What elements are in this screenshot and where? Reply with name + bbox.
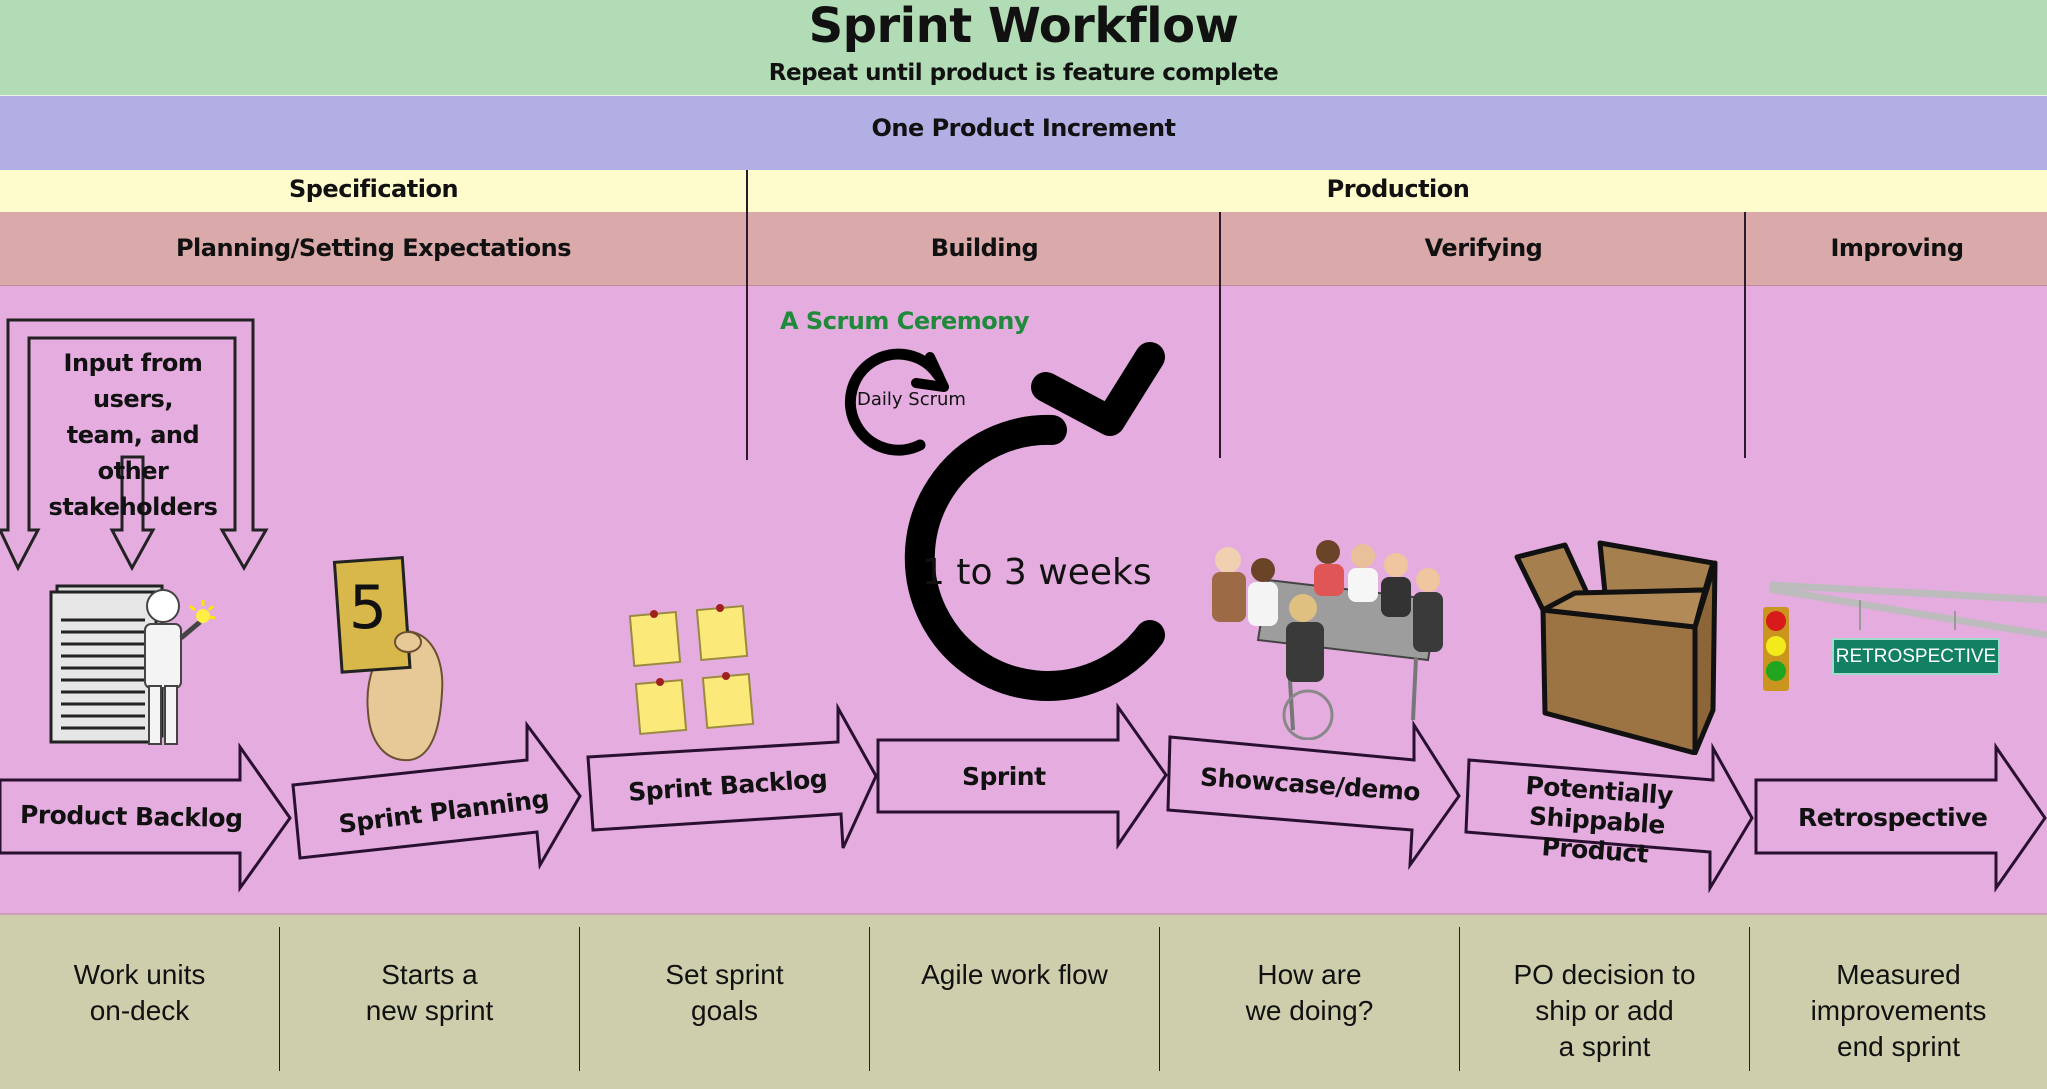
sticky-notes-icon	[628, 604, 755, 735]
notes-divider	[1159, 927, 1160, 1071]
ceremony-caption: A Scrum Ceremony	[780, 307, 1029, 335]
stage-band: Planning/Setting Expectations Building V…	[0, 212, 2047, 286]
stage-verifying: Verifying	[1424, 234, 1543, 262]
page-title: Sprint Workflow	[808, 0, 1239, 54]
team-meeting-icon	[1212, 540, 1443, 740]
phase-band: Specification Production	[0, 170, 2047, 212]
arrow-retrospective	[1754, 742, 2047, 893]
divider-verifying-improving	[1744, 212, 1746, 458]
step-note-shippable: PO decision to ship or add a sprint	[1513, 959, 1696, 1062]
retrospective-sign: RETROSPECTIVE	[1832, 638, 2000, 675]
step-note-showcase: How are we doing?	[1245, 959, 1374, 1026]
step-note-retrospective: Measured improvements end sprint	[1810, 959, 1987, 1062]
cardboard-box-icon	[1514, 540, 1718, 755]
traffic-light-sign-icon	[1763, 581, 2047, 691]
step-note-product-backlog: Work units on-deck	[73, 959, 206, 1026]
increment-label: One Product Increment	[871, 114, 1176, 142]
input-label: Input from users, team, and other stakeh…	[48, 349, 218, 521]
daily-scrum-arrow	[844, 348, 944, 456]
daily-scrum-label: Daily Scrum	[857, 389, 966, 410]
card-value: 5	[349, 573, 387, 643]
notes-divider	[869, 927, 870, 1071]
page-subtitle: Repeat until product is feature complete	[768, 60, 1279, 86]
arrow-product-backlog	[0, 742, 292, 893]
input-arrow-middle	[109, 455, 156, 572]
notes-band: Work units on-deck Starts a new sprint S…	[0, 915, 2047, 1089]
planning-poker-card-icon: 5	[332, 556, 444, 762]
notes-divider	[279, 927, 280, 1071]
step-note-sprint-backlog: Set sprint goals	[665, 959, 784, 1026]
phase-production: Production	[1326, 175, 1470, 203]
input-arrow-left	[0, 318, 269, 572]
arrow-shippable	[1464, 742, 1754, 894]
step-label-retrospective: Retrospective	[1798, 803, 1988, 832]
step-note-sprint-planning: Starts a new sprint	[365, 959, 494, 1026]
step-label-sprint: Sprint	[962, 762, 1046, 791]
stage-building: Building	[930, 234, 1039, 262]
cycle-label: 1 to 3 weeks	[922, 552, 1152, 593]
divider-building-verifying	[1219, 212, 1221, 458]
input-arrows	[0, 318, 269, 572]
flow-arrows	[0, 702, 2047, 894]
title-band: Sprint Workflow Repeat until product is …	[0, 0, 2047, 97]
notes-divider	[1749, 927, 1750, 1071]
phase-specification: Specification	[288, 175, 459, 203]
product-owner-document-icon	[49, 584, 215, 745]
arrow-sprint	[876, 702, 1168, 850]
step-label-shippable: Potentially Shippable Product	[1524, 770, 1674, 869]
arrow-sprint-backlog	[586, 702, 878, 849]
arrow-showcase	[1166, 719, 1461, 871]
divider-spec-production	[746, 170, 748, 460]
notes-divider	[1459, 927, 1460, 1071]
increment-band: One Product Increment	[0, 96, 2047, 170]
stage-improving: Improving	[1830, 234, 1964, 262]
stage-planning: Planning/Setting Expectations	[175, 234, 572, 262]
step-label-product-backlog: Product Backlog	[19, 800, 243, 833]
arrow-sprint-planning	[291, 720, 582, 870]
sprint-cycle-arrow	[904, 414, 1165, 701]
notes-divider	[579, 927, 580, 1071]
cycle-arrow-icon	[844, 342, 1165, 701]
step-note-sprint: Agile work flow	[921, 959, 1108, 990]
